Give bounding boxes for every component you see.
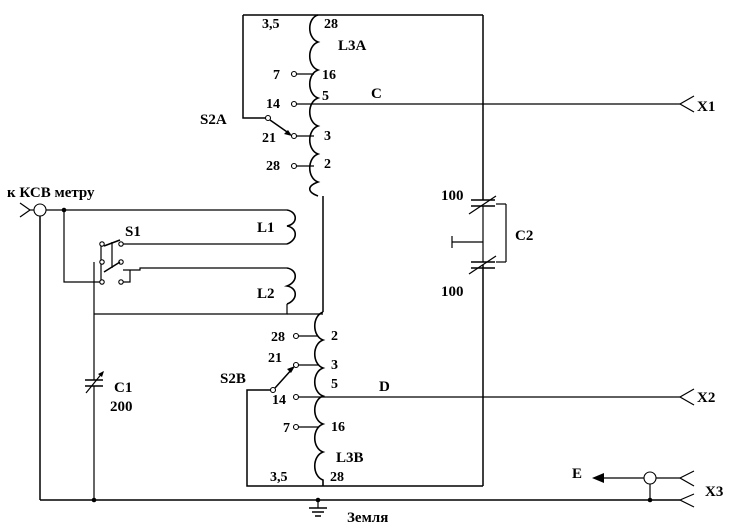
l2-label: L2 bbox=[257, 286, 275, 302]
l3a-left-tap-1: 3,5 bbox=[262, 17, 280, 32]
tap-l3b-14-terminal bbox=[292, 393, 300, 401]
tap-l3a-7-terminal bbox=[290, 70, 298, 78]
l3b-left-tap-4: 7 bbox=[283, 421, 290, 436]
terminal-x1 bbox=[678, 95, 695, 113]
l1-label: L1 bbox=[257, 220, 275, 236]
node-e-label: E bbox=[572, 466, 582, 482]
s1-contact-2 bbox=[99, 259, 105, 265]
l3b-section: 28 21 14 7 3,5 2 3 5 16 28 L3B S2B D X2 bbox=[220, 311, 715, 487]
s1-contact-6 bbox=[118, 279, 124, 285]
tap-l3a-21-terminal bbox=[290, 132, 298, 140]
ground-label: Земля bbox=[347, 510, 388, 526]
s2b-label: S2B bbox=[220, 371, 246, 387]
s1-contact-4 bbox=[118, 241, 124, 247]
l3a-left-tap-3: 14 bbox=[266, 97, 280, 112]
s1-contact-3 bbox=[99, 279, 105, 285]
c1-label: C1 bbox=[114, 380, 132, 396]
l3b-left-tap-5: 3,5 bbox=[270, 470, 288, 485]
s1-feed-loop bbox=[63, 210, 100, 283]
l3a-left-tap-5: 28 bbox=[266, 159, 280, 174]
c2-lower-arrow bbox=[468, 255, 497, 275]
l2-to-l3-wire bbox=[94, 304, 288, 315]
l3a-left-tap-4: 21 bbox=[262, 131, 276, 146]
l3b-left-tap-3: 14 bbox=[272, 393, 286, 408]
e-arrowhead bbox=[592, 473, 604, 483]
l3a-right-tap-3: 5 bbox=[322, 89, 329, 104]
l1-coil bbox=[286, 209, 297, 245]
switch-s2b-pivot bbox=[269, 386, 277, 394]
tap-l3a-14-terminal bbox=[290, 100, 298, 108]
s1-label: S1 bbox=[125, 224, 141, 240]
x1-label: X1 bbox=[697, 99, 715, 115]
l3a-right-tap-5: 2 bbox=[324, 157, 331, 172]
l3b-left-tap-2: 21 bbox=[268, 351, 282, 366]
l3a-right-tap-2: 16 bbox=[322, 68, 336, 83]
terminal-x3-lower bbox=[678, 493, 695, 508]
l3a-section: 3,5 7 14 21 28 28 16 5 3 2 L3A S2A C X1 bbox=[200, 14, 715, 486]
l3a-right-tap-4: 3 bbox=[324, 129, 331, 144]
node-c-label: C bbox=[371, 86, 382, 102]
ksv-meter-label: к КСВ метру bbox=[7, 185, 95, 201]
l3a-label: L3A bbox=[338, 38, 367, 54]
tap-l3b-28-terminal bbox=[292, 332, 300, 340]
l3a-frame-left-wire bbox=[242, 15, 267, 119]
c2-upper-arrow bbox=[468, 195, 497, 215]
c1-tuning-arrowhead bbox=[98, 371, 104, 377]
c1-value-label: 200 bbox=[110, 399, 133, 415]
s1-to-l2 bbox=[123, 267, 287, 271]
c2-top-value-label: 100 bbox=[441, 188, 464, 204]
x2-label: X2 bbox=[697, 390, 715, 406]
tap-l3a-28-terminal bbox=[290, 162, 298, 170]
c2-label: C2 bbox=[515, 228, 533, 244]
l3b-label: L3B bbox=[336, 450, 364, 466]
x3-ground-junction bbox=[647, 497, 653, 503]
s1-lower-out bbox=[123, 270, 131, 283]
l3a-right-tap-1: 28 bbox=[324, 17, 338, 32]
tap-l3b-7-terminal bbox=[292, 423, 300, 431]
c2-section: 100 C2 100 bbox=[441, 188, 533, 300]
l3a-coil bbox=[308, 14, 321, 197]
l3b-left-tap-1: 28 bbox=[271, 330, 285, 345]
l3b-right-tap-5: 28 bbox=[330, 470, 344, 485]
terminal-x3-upper bbox=[678, 470, 695, 487]
l3b-right-tap-2: 3 bbox=[331, 358, 338, 373]
l3a-left-tap-2: 7 bbox=[273, 68, 280, 83]
ground-section: E X3 Земля bbox=[40, 466, 723, 526]
ksv-input-terminal bbox=[19, 202, 32, 218]
x3-label: X3 bbox=[705, 484, 723, 500]
s2a-label: S2A bbox=[200, 112, 227, 128]
switch-s2a-pivot bbox=[264, 114, 272, 122]
terminal-x2 bbox=[678, 388, 695, 406]
l3b-right-tap-1: 2 bbox=[331, 329, 338, 344]
l3b-right-tap-3: 5 bbox=[331, 377, 338, 392]
ksv-connector bbox=[33, 203, 47, 217]
l2-coil bbox=[283, 267, 297, 305]
node-d-label: D bbox=[379, 379, 390, 395]
l3b-frame-left-wire bbox=[246, 389, 483, 487]
c2-bottom-value-label: 100 bbox=[441, 284, 464, 300]
input-section: к КСВ метру S1 L1 L2 C1 200 bbox=[7, 185, 323, 503]
x3-connector bbox=[643, 471, 657, 485]
switch-s2b-arrowhead bbox=[287, 366, 295, 373]
l3b-coil bbox=[313, 311, 326, 486]
switch-s2a-arrowhead bbox=[284, 130, 292, 136]
s1-contact-1 bbox=[99, 241, 105, 247]
l3b-right-tap-4: 16 bbox=[331, 420, 345, 435]
